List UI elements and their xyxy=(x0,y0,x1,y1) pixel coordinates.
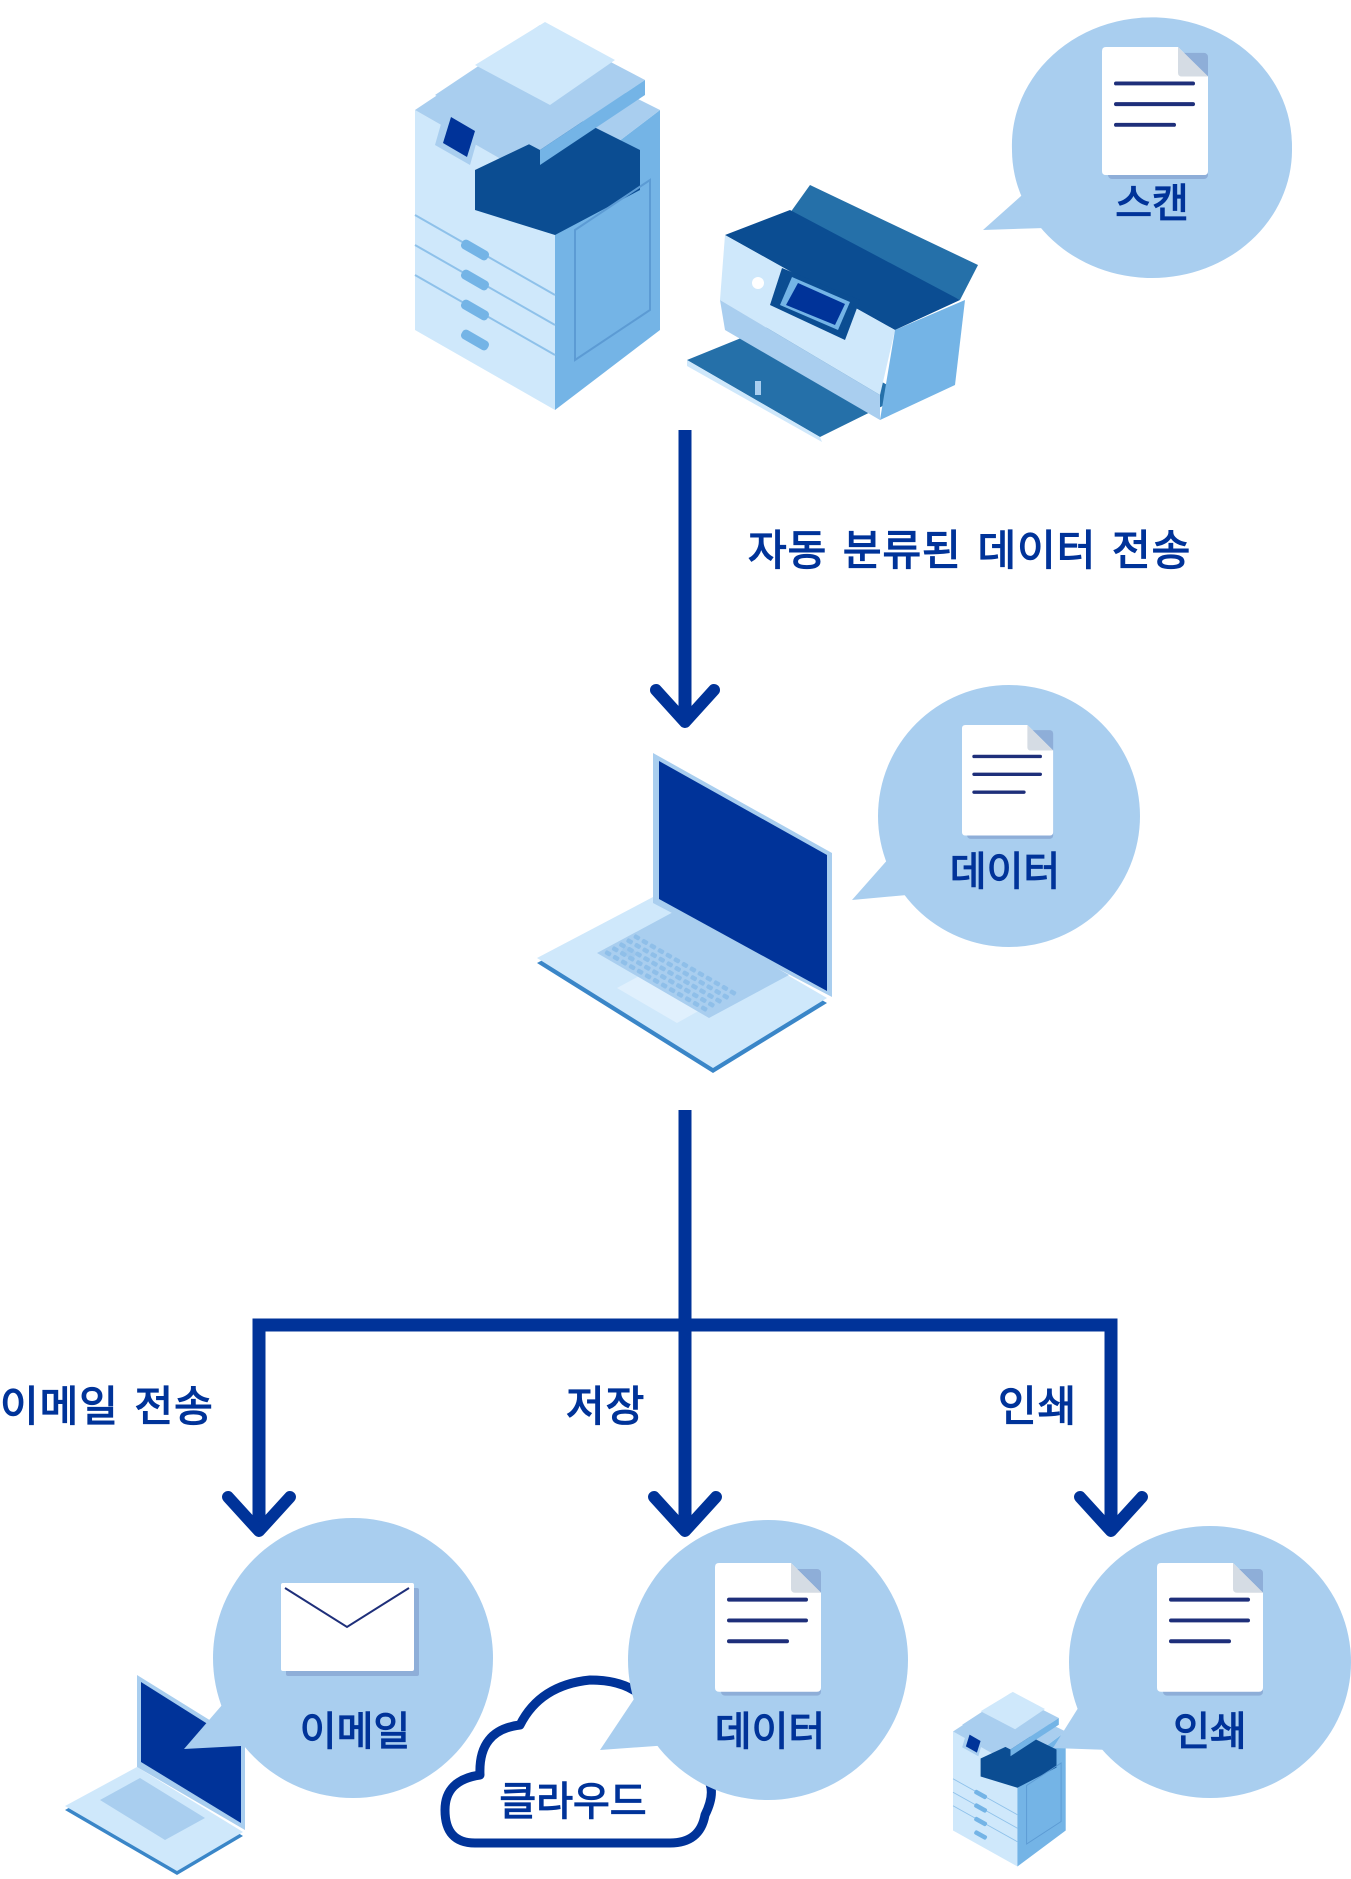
document-icon xyxy=(1100,45,1210,181)
keyboard-key xyxy=(668,987,676,994)
keyboard-key xyxy=(604,950,612,957)
keyboard-key xyxy=(635,951,642,958)
keyboard-key xyxy=(651,960,658,967)
branch-arrows xyxy=(222,1110,1148,1537)
keyboard-key xyxy=(699,996,707,1003)
keyboard-key xyxy=(706,984,714,991)
keyboard-key xyxy=(611,946,619,953)
keyboard-key xyxy=(707,992,714,999)
transfer-label: 자동 분류된 데이터 전송 xyxy=(748,526,1192,575)
print-speech-bubble xyxy=(1053,1526,1351,1798)
keyboard-key xyxy=(697,971,705,978)
keyboard-key xyxy=(627,955,635,962)
keyboard-key xyxy=(636,968,644,975)
keyboard-key xyxy=(612,954,620,961)
keyboard-key xyxy=(698,979,706,986)
keyboard-key xyxy=(633,934,641,941)
keyboard-key xyxy=(715,997,722,1004)
keyboard-key xyxy=(642,947,650,954)
keyboard-key xyxy=(659,965,666,972)
keyboard-key xyxy=(721,984,729,991)
branch-label-store: 저장 xyxy=(566,1382,646,1431)
keyboard-key xyxy=(627,946,634,953)
transfer-arrow xyxy=(650,430,720,728)
keyboard-key xyxy=(690,975,698,982)
arrowhead-store xyxy=(648,1491,722,1537)
keyboard-key xyxy=(675,983,683,990)
keyboard-key xyxy=(658,956,666,963)
document-icon xyxy=(960,723,1055,841)
keyboard-key xyxy=(714,988,722,995)
keyboard-key xyxy=(683,979,690,986)
keyboard-key xyxy=(692,1000,700,1007)
keyboard-key xyxy=(641,938,649,945)
keyboard-key xyxy=(660,982,668,989)
keyboard-key xyxy=(689,966,697,973)
envelope-icon xyxy=(281,1583,419,1676)
keyboard-key xyxy=(699,988,706,995)
cloud-label: 클라우드 xyxy=(499,1779,647,1825)
branch-label-email: 이메일 전송 xyxy=(0,1382,214,1431)
keyboard-key xyxy=(675,974,682,981)
scan-speech-bubble xyxy=(983,17,1292,278)
keyboard-key xyxy=(643,956,650,963)
keyboard-key xyxy=(626,938,634,945)
store-bubble-label: 데이터 xyxy=(714,1709,826,1755)
keyboard-key xyxy=(667,978,675,985)
keyboard-key xyxy=(635,960,643,967)
keyboard-key xyxy=(674,965,682,972)
email-speech-bubble xyxy=(184,1518,493,1798)
keyboard-key xyxy=(691,992,699,999)
data-speech-bubble xyxy=(852,685,1140,947)
keyboard-key xyxy=(659,973,667,980)
keyboard-key xyxy=(665,952,673,959)
keyboard-key xyxy=(684,996,692,1003)
keyboard-key xyxy=(700,1005,708,1012)
print-bubble-label: 인쇄 xyxy=(1173,1709,1247,1755)
scanner-icon xyxy=(687,185,978,442)
copier-icon xyxy=(414,21,661,411)
keyboard-key xyxy=(691,983,698,990)
keyboard-key xyxy=(628,964,636,971)
print-copier-icon xyxy=(952,1691,1067,1867)
keyboard-key xyxy=(713,980,721,987)
hub-bubble-label: 데이터 xyxy=(949,849,1061,895)
keyboard-key xyxy=(651,969,659,976)
keyboard-key xyxy=(707,1001,715,1008)
keyboard-key xyxy=(683,987,691,994)
keyboard-key xyxy=(619,950,627,957)
keyboard-key xyxy=(634,942,642,949)
keyboard-key xyxy=(657,948,665,955)
arrowhead-print xyxy=(1074,1491,1148,1537)
email-bubble-label: 이메일 xyxy=(299,1709,411,1755)
keyboard-key xyxy=(620,959,628,966)
keyboard-key xyxy=(650,952,658,959)
arrowhead-email xyxy=(222,1491,296,1537)
keyboard-key xyxy=(652,977,660,984)
keyboard-key xyxy=(644,973,652,980)
scan-bubble-label: 스캔 xyxy=(1115,181,1189,227)
data-store-speech-bubble xyxy=(600,1520,908,1800)
keyboard-key xyxy=(673,957,681,964)
keyboard-key xyxy=(722,993,730,1000)
branch-label-print: 인쇄 xyxy=(998,1382,1078,1431)
keyboard-key xyxy=(643,964,651,971)
keyboard-key xyxy=(649,943,657,950)
keyboard-key xyxy=(676,991,684,998)
keyboard-key xyxy=(729,989,737,996)
laptop-icon xyxy=(537,753,832,1073)
keyboard-key xyxy=(705,975,713,982)
keyboard-key xyxy=(682,970,690,977)
branch-bar xyxy=(252,1318,1118,1525)
keyboard-key xyxy=(667,969,674,976)
keyboard-key xyxy=(619,942,626,949)
keyboard-key xyxy=(681,961,689,968)
email-laptop-icon xyxy=(65,1675,245,1875)
document-icon xyxy=(713,1561,823,1698)
document-icon xyxy=(1155,1561,1265,1698)
laptop-keyboard xyxy=(604,934,737,1012)
keyboard-key xyxy=(666,961,674,968)
